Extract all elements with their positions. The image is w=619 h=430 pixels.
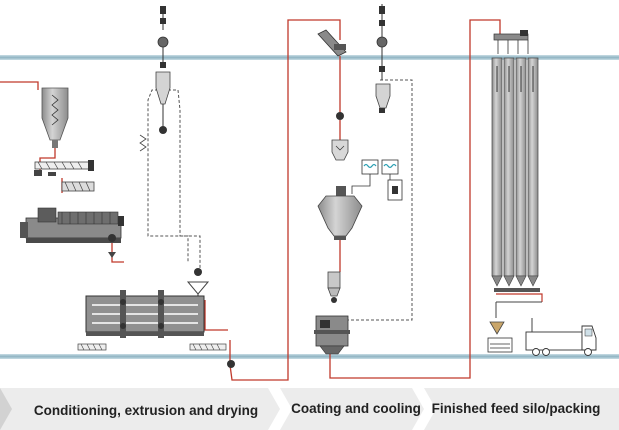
lower-floor	[0, 354, 619, 359]
silo-top-conveyor	[493, 30, 529, 54]
air-lines-section2	[348, 79, 413, 321]
air-lines-section1	[147, 89, 201, 270]
cooler	[314, 315, 350, 355]
extruder	[20, 207, 124, 243]
screw-conveyor-upper	[34, 160, 94, 171]
sifter	[186, 268, 210, 300]
control-cabinet	[387, 179, 403, 201]
chevron-1	[0, 388, 12, 430]
dryer	[85, 290, 205, 338]
chevron-2	[268, 388, 292, 430]
footer-band	[0, 388, 619, 430]
chevron-3	[412, 388, 436, 430]
cyclone-2	[375, 4, 391, 113]
distributor	[317, 29, 347, 57]
valve-coating-1	[336, 112, 344, 120]
preconditioner	[34, 170, 95, 192]
cyclone-1	[139, 6, 171, 152]
bottom-screw-2	[189, 343, 227, 351]
intake-bin	[41, 87, 69, 148]
packing-scale	[487, 321, 513, 353]
vacuum-coater	[317, 186, 363, 240]
section-label-coating: Coating and cooling	[291, 401, 421, 416]
silo-discharge	[494, 288, 543, 318]
liquid-tanks	[351, 159, 399, 194]
silos	[491, 57, 539, 287]
coater-hopper	[331, 139, 349, 161]
rotary-valve-1	[108, 234, 116, 242]
upper-floor	[0, 55, 619, 60]
section-label-silo: Finished feed silo/packing	[432, 401, 601, 416]
rotary-valve-2	[227, 360, 235, 368]
cutter-icon	[108, 252, 116, 258]
bulk-truck	[525, 318, 597, 356]
section-label-conditioning: Conditioning, extrusion and drying	[34, 403, 258, 418]
bottom-screw-1	[77, 343, 107, 351]
cooler-bin	[327, 271, 341, 303]
